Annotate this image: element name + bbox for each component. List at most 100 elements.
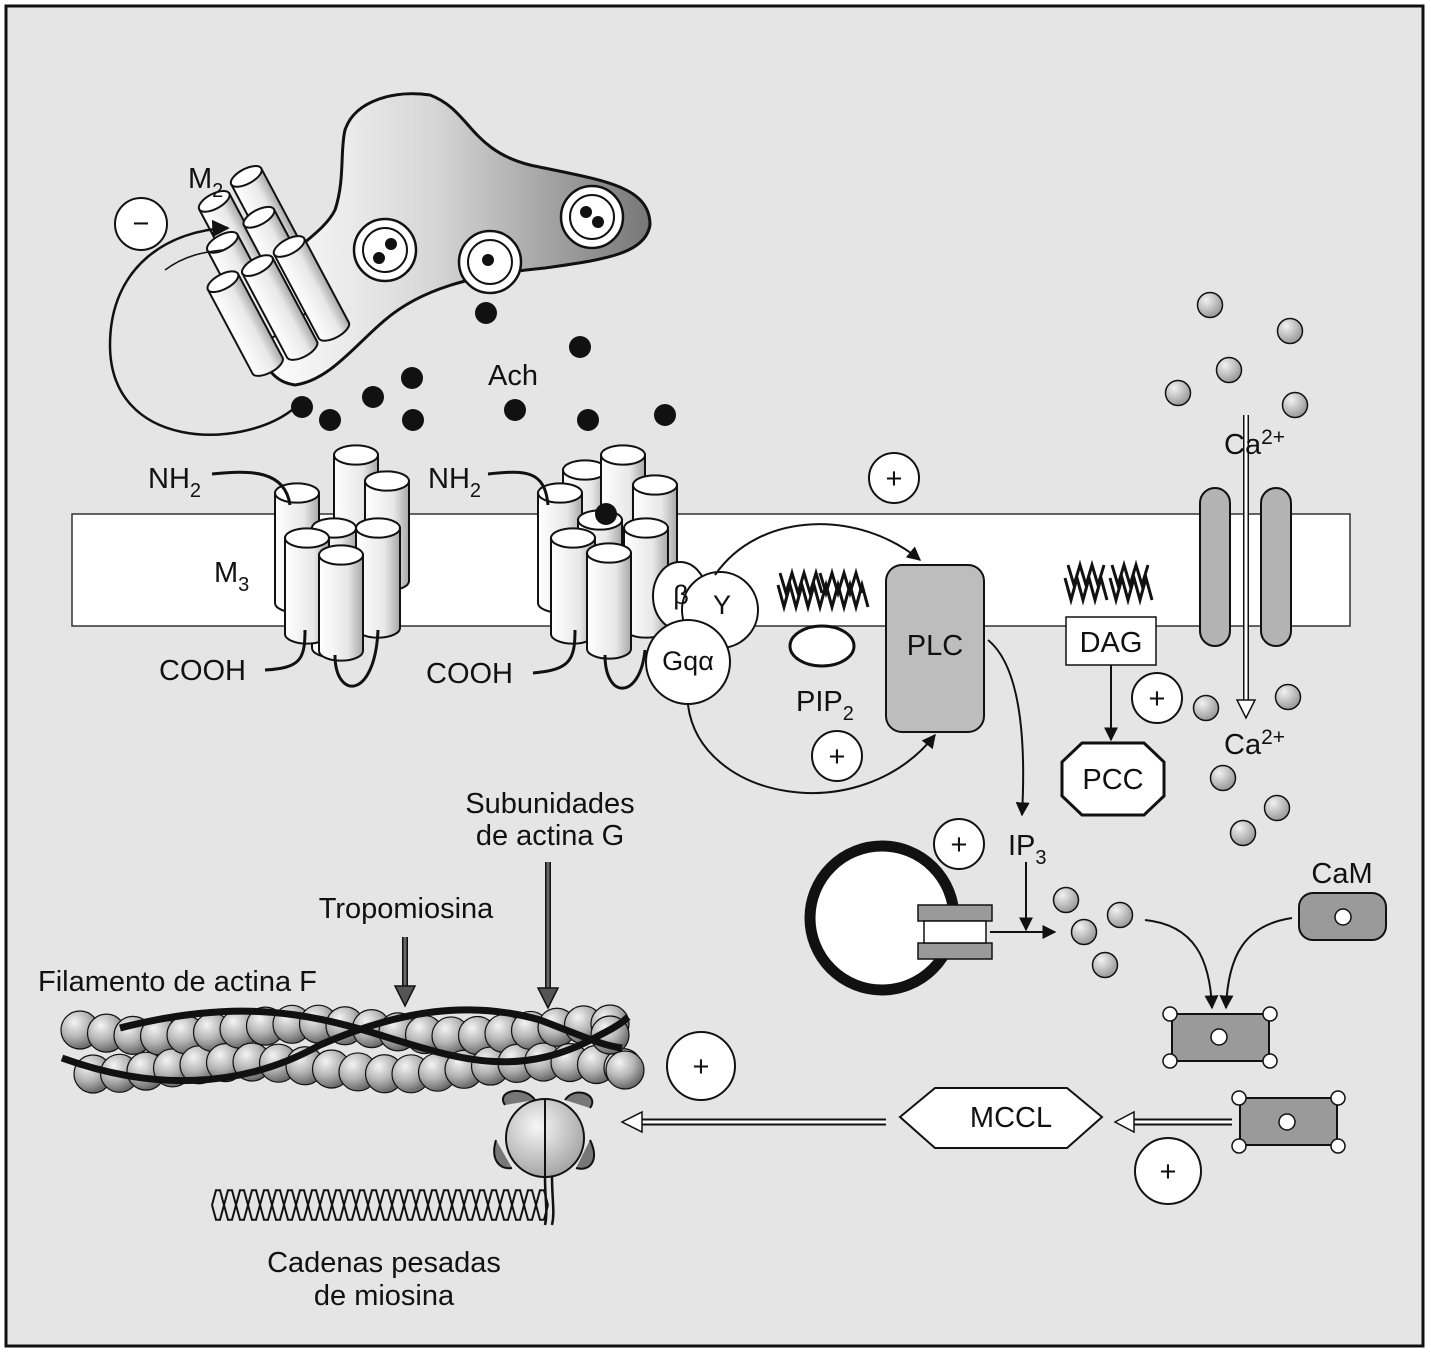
calcium-ion [1263,794,1291,822]
label-ip3-sub: 3 [1035,847,1046,869]
label-g-actin-line2: de actina G [476,820,624,852]
label-nh2-left-main: NH [148,463,190,495]
label-m3-sub: 3 [238,574,249,596]
label-gq-alpha: Gqα [662,646,714,676]
label-ach: Ach [488,360,538,392]
m2-helix-bundle [197,165,351,377]
calcium-ion [1215,356,1243,384]
m3-receptor-left [274,444,410,662]
active-complex [1231,1090,1346,1154]
pip2-lipid [776,567,870,668]
plc-to-ip3-arrow [987,639,1030,817]
label-pip2-sub: 2 [843,703,854,725]
calcium-ion [1070,918,1098,946]
g-alpha-subunit [645,619,731,705]
ip3-receptor-channel [917,904,993,922]
ach-molecule [362,386,384,408]
tropomyosin-pointer [393,937,417,1008]
ach-molecule [475,302,497,324]
label-gamma: Y [713,590,731,620]
calcium-ion [1106,901,1134,929]
bound-ach [595,503,617,525]
complex-to-mccl-arrow [1113,1110,1232,1134]
label-plc: PLC [907,630,963,662]
calcium-ion [1192,694,1220,722]
label-m2: M2 [188,163,223,202]
label-ca-top: Ca2+ [1224,426,1285,461]
calcium-ion [1164,379,1192,407]
calcium-ion [1196,291,1224,319]
ach-molecule [319,409,341,431]
g-protein [645,561,759,705]
sign-ip3-release-text: + [951,829,968,861]
sign-contraction: + [666,1031,736,1101]
label-myosin-line2: de miosina [314,1280,455,1312]
label-cooh-right: COOH [426,658,513,690]
gq-to-plc-arrow-top [714,523,922,576]
label-pip2-main: PIP [796,686,843,718]
ach-molecule [402,409,424,431]
sign-plc-bottom: + [811,730,863,782]
synaptic-vesicles [352,184,625,295]
label-m3: M3 [214,557,249,596]
vesicle [352,217,418,283]
tropomyosin-strand-b [60,1006,623,1085]
label-ip3-main: IP [1008,830,1035,862]
acetylcholine-molecules [291,302,676,431]
calcium-ion [1276,317,1304,345]
mlck-to-myosin-arrow [620,1110,886,1134]
label-m2-main: M [188,163,212,195]
receptor-helix [241,254,319,361]
ach-molecule [577,409,599,431]
calcium-ion [1281,391,1309,419]
label-ca-top-sup: 2+ [1261,426,1285,449]
label-pcc: PCC [1082,764,1143,796]
myosin-head [493,1089,595,1226]
ach-molecule [654,404,676,426]
g-actin-pointer [536,862,560,1010]
label-ca-bottom-main: Ca [1224,729,1262,761]
ach-molecule [504,399,526,421]
label-nh2-right-sub: 2 [470,480,481,502]
label-ca-bottom-sup: 2+ [1261,726,1285,749]
loop-right [603,649,647,690]
sign-m2-inhibit-text: − [133,208,150,240]
label-m2-sub: 2 [212,180,223,202]
tropomyosin-strand-a [119,1007,631,1066]
receptor-helix [550,527,596,645]
m2-receptor [197,165,351,377]
sign-mlck-activation-text: + [1160,1156,1177,1188]
m2-inner-line [164,249,223,271]
label-ca-bottom: Ca2+ [1224,726,1285,761]
label-ip3: IP3 [1008,830,1047,869]
label-nh2-left: NH2 [148,463,201,502]
label-f-actin: Filamento de actina F [38,966,317,998]
label-dag: DAG [1080,627,1143,659]
calcium-ion [1229,819,1257,847]
label-g-actin-line1: Subunidades [465,788,634,820]
calcium-channel [1199,487,1292,647]
heavy-chain-b [211,1189,549,1221]
receptor-helix [206,270,284,377]
ach-molecule [401,367,423,389]
mlck-enzyme [898,1087,1104,1149]
calcium-to-complex-arrow [1144,919,1219,1010]
sign-ip3-release: + [933,818,985,870]
g-actin-subunit [605,1050,645,1090]
loop-left [333,629,380,688]
sign-dag-pcc: + [1131,672,1183,724]
calcium-calmodulin-complex [1162,1006,1278,1069]
calcium-ion [1091,951,1119,979]
plc-enzyme [885,564,985,733]
vesicle [457,229,523,295]
label-myosin-line1: Cadenas pesadas [267,1247,501,1279]
receptor-helix [586,542,632,660]
receptor-helix [318,544,364,662]
calcium-ion [1274,683,1302,711]
calcium-ion [1052,886,1080,914]
sign-plc-top: + [868,452,920,504]
pcc-kinase [1060,741,1166,817]
calcium-ion [1209,764,1237,792]
receptor-helix [272,235,351,342]
